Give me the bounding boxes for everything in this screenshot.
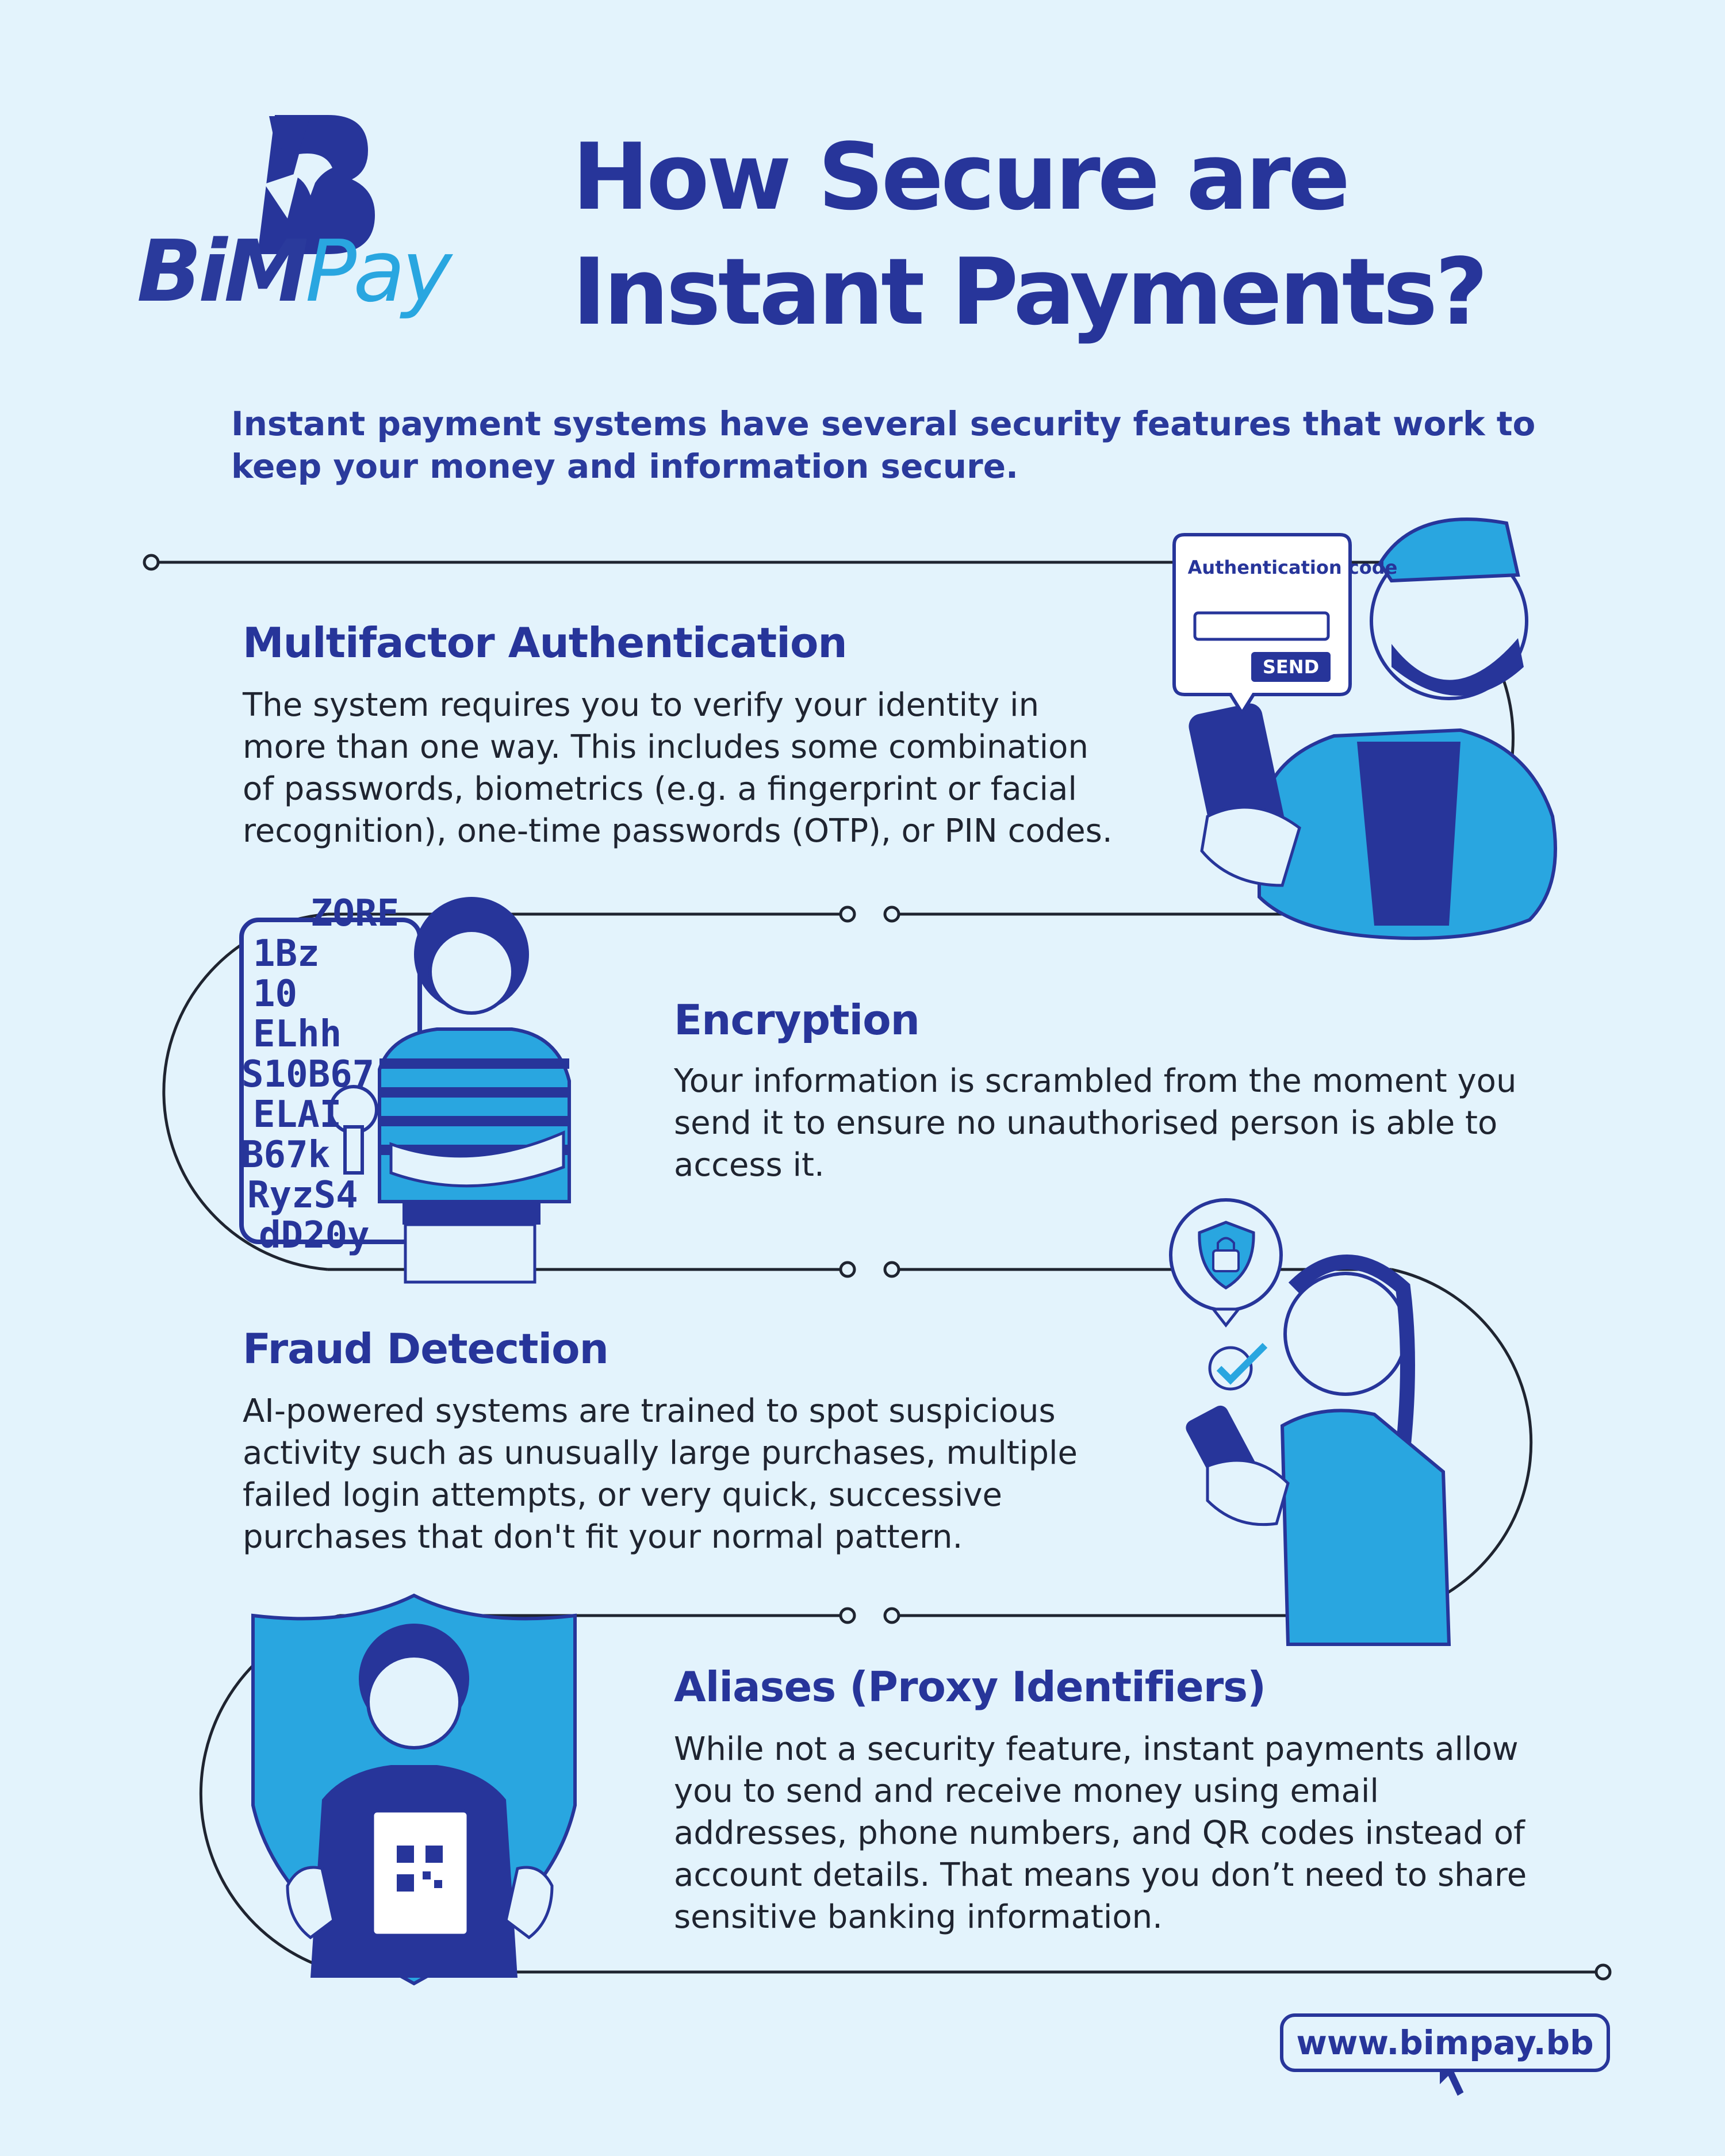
svg-text:B67k: B67k (241, 1134, 330, 1176)
qr-code-icon (397, 1846, 443, 1892)
svg-text:ELhh: ELhh (253, 1013, 342, 1056)
section-body-aliases: While not a security feature, instant pa… (674, 1731, 1527, 1936)
section-title-fraud-detection: Fraud Detection (243, 1325, 609, 1373)
svg-text:10: 10 (253, 973, 297, 1015)
brand-name-part1: BiM (137, 222, 309, 321)
svg-text:ELAI: ELAI (253, 1094, 342, 1136)
section-title-encryption: Encryption (674, 996, 920, 1044)
check-icon (1208, 1342, 1268, 1391)
auth-send-button: SEND (1251, 652, 1331, 682)
auth-bubble-title: Authentication code (1187, 557, 1398, 578)
section-body-encryption: Your information is scrambled from the m… (674, 1062, 1517, 1184)
svg-text:S10B67: S10B67 (241, 1053, 374, 1096)
website-link-label: www.bimpay.bb (1296, 2023, 1594, 2062)
page-title: How Secure are Instant Payments? (572, 120, 1550, 350)
section-body-multifactor: The system requires you to verify your i… (243, 686, 1113, 850)
svg-text:dD20y: dD20y (259, 1214, 370, 1257)
man-with-qr-card-illustration (286, 1624, 554, 1978)
intro-text: Instant payment systems have several sec… (231, 404, 1536, 486)
padlock-icon: ZORE 1Bz 10 ELhh S10B67 ELAI B67k RyzS4 … (239, 892, 422, 1257)
page-title-line1: How Secure are (572, 123, 1350, 231)
brand-name-part2: Pay (305, 222, 453, 321)
man-with-phone-illustration (1172, 517, 1557, 940)
woman-arms-crossed-illustration (378, 897, 571, 1284)
section-title-multifactor: Multifactor Authentication (243, 619, 848, 667)
page-title-line2: Instant Payments? (572, 238, 1488, 346)
svg-text:ZORE: ZORE (310, 892, 399, 935)
svg-text:RyzS4: RyzS4 (247, 1174, 358, 1217)
section-title-aliases: Aliases (Proxy Identifiers) (674, 1663, 1266, 1711)
woman-with-phone-illustration (1169, 1198, 1451, 1646)
section-body-fraud-detection: AI-powered systems are trained to spot s… (243, 1392, 1078, 1556)
website-link-button[interactable]: www.bimpay.bb (1280, 2013, 1610, 2072)
brand-wordmark: BiMPay (137, 229, 452, 314)
svg-text:1Bz: 1Bz (253, 933, 320, 975)
bimpay-logo-icon (258, 115, 375, 254)
